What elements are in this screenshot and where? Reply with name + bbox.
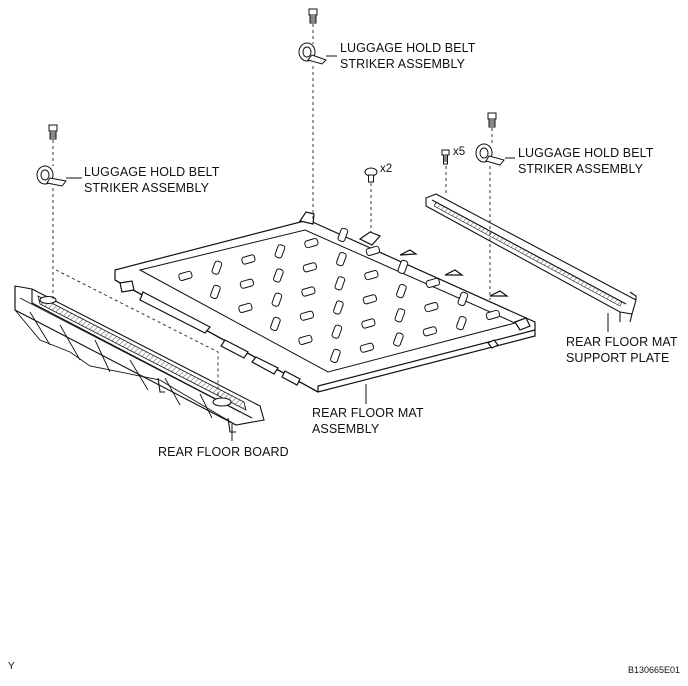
mat-slot xyxy=(456,315,467,331)
mat-slot xyxy=(239,278,255,289)
mat-slot xyxy=(336,251,347,267)
mat-slot xyxy=(337,227,349,243)
mat-slot xyxy=(238,302,253,313)
mat-slot xyxy=(397,259,409,275)
striker-icon xyxy=(36,165,67,187)
mat-slot xyxy=(271,292,283,307)
mat-slot xyxy=(394,308,406,323)
label-line: LUGGAGE HOLD BELT xyxy=(518,146,654,160)
mat-slot xyxy=(298,334,313,345)
mat-slot xyxy=(361,318,376,329)
mat-slot xyxy=(457,291,469,307)
mat-slot xyxy=(330,348,341,364)
label-line: STRIKER ASSEMBLY xyxy=(84,181,210,195)
mat-slot xyxy=(299,310,315,321)
figure-code: B130665E01 xyxy=(628,665,681,675)
mat-slot xyxy=(393,332,404,347)
label-line: LUGGAGE HOLD BELT xyxy=(84,165,220,179)
label-mat-assembly: REAR FLOOR MAT ASSEMBLY xyxy=(312,405,424,437)
label-striker-top: LUGGAGE HOLD BELT STRIKER ASSEMBLY xyxy=(340,40,476,72)
leader-lines xyxy=(66,55,609,441)
mat-slot xyxy=(178,270,193,281)
mat-slot xyxy=(334,276,346,291)
bolt-icon xyxy=(487,112,497,128)
corner-code-left: Y xyxy=(8,661,15,672)
screw-quantity: x5 xyxy=(453,146,466,158)
mat-slot xyxy=(359,342,375,353)
mat-slot xyxy=(364,270,379,281)
striker-icon xyxy=(298,42,327,65)
screw-icon xyxy=(441,149,450,165)
mat-slot xyxy=(273,268,284,283)
mat-slot xyxy=(301,286,316,297)
label-line: STRIKER ASSEMBLY xyxy=(518,162,644,176)
label-line: SUPPORT PLATE xyxy=(566,351,670,365)
mat-slot xyxy=(302,262,318,273)
mat-slot xyxy=(362,294,378,305)
mat-slot xyxy=(210,284,221,300)
alignment-lines xyxy=(52,24,493,396)
striker-icon xyxy=(475,143,505,166)
label-line: STRIKER ASSEMBLY xyxy=(340,57,466,71)
label-support-plate: REAR FLOOR MAT SUPPORT PLATE xyxy=(566,334,678,366)
clip-quantity: x2 xyxy=(380,163,393,175)
clip-icon xyxy=(364,167,378,183)
label-floor-board: REAR FLOOR BOARD xyxy=(158,445,289,459)
mat-slot xyxy=(422,326,438,337)
bolt-icon xyxy=(308,8,318,24)
mat-slot xyxy=(365,245,381,256)
mat-slot xyxy=(333,300,344,315)
rear-floor-mat-support-plate xyxy=(425,193,637,323)
mat-slot xyxy=(396,283,407,299)
mat-slot xyxy=(274,244,286,259)
mat-slot xyxy=(270,316,281,332)
mat-slot xyxy=(424,302,439,313)
mat-slot xyxy=(211,260,223,275)
label-line: ASSEMBLY xyxy=(312,422,380,436)
label-line: REAR FLOOR MAT xyxy=(566,335,678,349)
mat-slot xyxy=(304,238,319,249)
bolt-icon xyxy=(48,124,58,140)
label-striker-right: LUGGAGE HOLD BELT STRIKER ASSEMBLY xyxy=(518,145,654,177)
mat-slot xyxy=(331,324,343,339)
mat-slot xyxy=(241,254,256,265)
rear-floor-mat xyxy=(114,211,536,393)
label-line: REAR FLOOR MAT xyxy=(312,406,424,420)
rear-floor-board xyxy=(14,285,265,433)
mat-slot xyxy=(425,277,441,288)
label-striker-left: LUGGAGE HOLD BELT STRIKER ASSEMBLY xyxy=(84,164,220,196)
mat-slot xyxy=(485,309,501,320)
label-line: LUGGAGE HOLD BELT xyxy=(340,41,476,55)
fasteners xyxy=(36,8,505,187)
